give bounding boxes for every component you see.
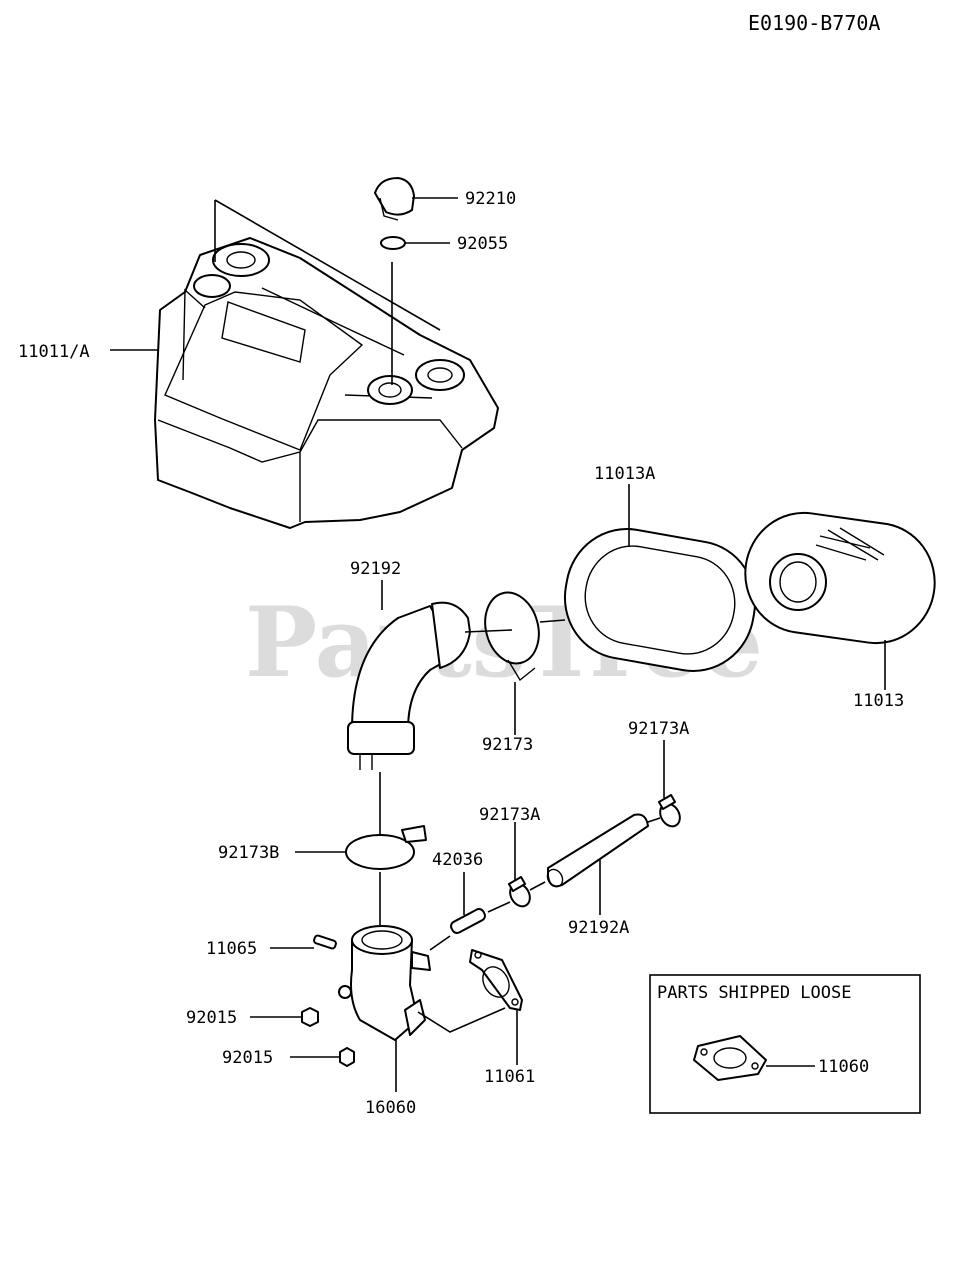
callout-11013: 11013 xyxy=(853,691,904,711)
fitting-part[interactable] xyxy=(449,907,486,934)
callout-11013a: 11013A xyxy=(594,464,655,484)
diagram-code: E0190-B770A xyxy=(748,11,880,35)
parts-shipped-loose-title: PARTS SHIPPED LOOSE xyxy=(657,983,851,1003)
small-clamp-upper-part[interactable] xyxy=(656,794,684,830)
fuel-hose-part[interactable] xyxy=(544,813,649,889)
pin-part[interactable] xyxy=(313,934,337,950)
callout-92192a: 92192A xyxy=(568,918,629,938)
air-filter-wrap-part[interactable] xyxy=(555,519,765,680)
cap-gasket-part[interactable] xyxy=(380,236,406,250)
callout-92173b: 92173B xyxy=(218,843,279,863)
nut-lower-part[interactable] xyxy=(339,1047,355,1067)
callout-92015-upper: 92015 xyxy=(186,1008,237,1028)
callout-92173a-lower: 92173A xyxy=(479,805,540,825)
callout-92173: 92173 xyxy=(482,735,533,755)
gasket-part[interactable] xyxy=(469,949,523,1011)
callout-92173a-upper: 92173A xyxy=(628,719,689,739)
callout-92192: 92192 xyxy=(350,559,401,579)
callout-92015-lower: 92015 xyxy=(222,1048,273,1068)
callout-11065: 11065 xyxy=(206,939,257,959)
hose-clamp-part[interactable] xyxy=(478,586,547,682)
band-clamp-part[interactable] xyxy=(345,825,427,870)
callout-11060: 11060 xyxy=(818,1057,869,1077)
callout-11011a: 11011/A xyxy=(18,342,90,362)
fuel-tank-part[interactable] xyxy=(154,237,499,529)
fuel-cap-part[interactable] xyxy=(374,177,415,221)
nut-upper-part[interactable] xyxy=(301,1007,319,1027)
callout-16060: 16060 xyxy=(365,1098,416,1118)
callout-92055: 92055 xyxy=(457,234,508,254)
callout-42036: 42036 xyxy=(432,850,483,870)
callout-11061: 11061 xyxy=(484,1067,535,1087)
inlet-pipe-part[interactable] xyxy=(338,925,431,1041)
small-clamp-lower-part[interactable] xyxy=(506,876,534,910)
loose-gasket-part[interactable] xyxy=(693,1035,767,1081)
air-cleaner-part[interactable] xyxy=(738,505,943,650)
callout-92210: 92210 xyxy=(465,189,516,209)
parts-shipped-loose-box xyxy=(649,974,921,1114)
